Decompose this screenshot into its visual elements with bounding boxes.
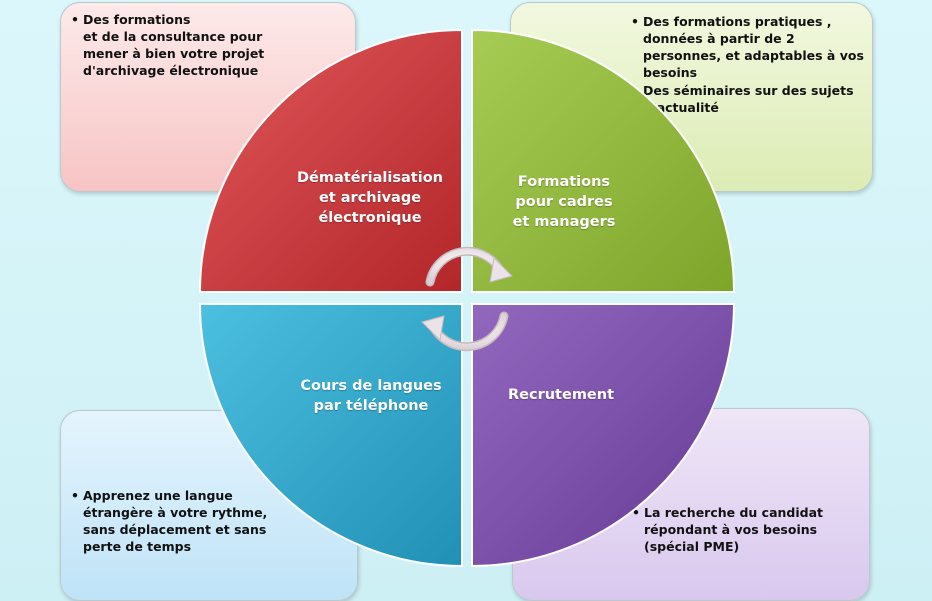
quadrant-top-left (198, 28, 463, 293)
list-item: Des formations et de la consultance pour… (69, 11, 269, 79)
textbox-list: La recherche du candidat répondant à vos… (630, 504, 830, 555)
quadrant-bottom-left (198, 303, 463, 568)
title-line: par téléphone (313, 398, 429, 414)
circular-arrows-icon (421, 246, 513, 352)
quadrant-title-recrutement: Recrutement (486, 385, 636, 405)
title-line: pour cadres (515, 194, 613, 210)
title-line: Recrutement (507, 387, 615, 403)
list-item-text: Des formations (83, 12, 191, 27)
textbox-list: Des formations et de la consultance pour… (69, 11, 269, 79)
title-line: Dématérialisation (297, 170, 443, 186)
list-item: Apprenez une langue étrangère à votre ry… (69, 487, 269, 555)
quadrant-bottom-right (471, 303, 736, 568)
list-item-text: et de la consultance pour (83, 29, 263, 44)
quadrant-top-right (471, 28, 736, 293)
title-line: Cours de langues (300, 378, 442, 394)
list-item: La recherche du candidat répondant à vos… (630, 504, 830, 555)
list-item-text: d'archivage électronique (83, 63, 259, 78)
list-item: Des formations pratiques , données à par… (629, 13, 869, 81)
quadrant-title-dematerialisation: Dématérialisation et archivage électroni… (290, 168, 450, 228)
textbox-list: Apprenez une langue étrangère à votre ry… (69, 487, 269, 555)
quadrant-title-formations: Formations pour cadres et managers (490, 172, 638, 232)
title-line: Formations (517, 174, 611, 190)
quadrant-title-cours-langues: Cours de langues par téléphone (286, 376, 456, 416)
title-line: et archivage (318, 190, 422, 206)
list-item-text: mener à bien votre projet (83, 46, 265, 61)
title-line: électronique (318, 210, 422, 226)
title-line: et managers (512, 214, 616, 230)
